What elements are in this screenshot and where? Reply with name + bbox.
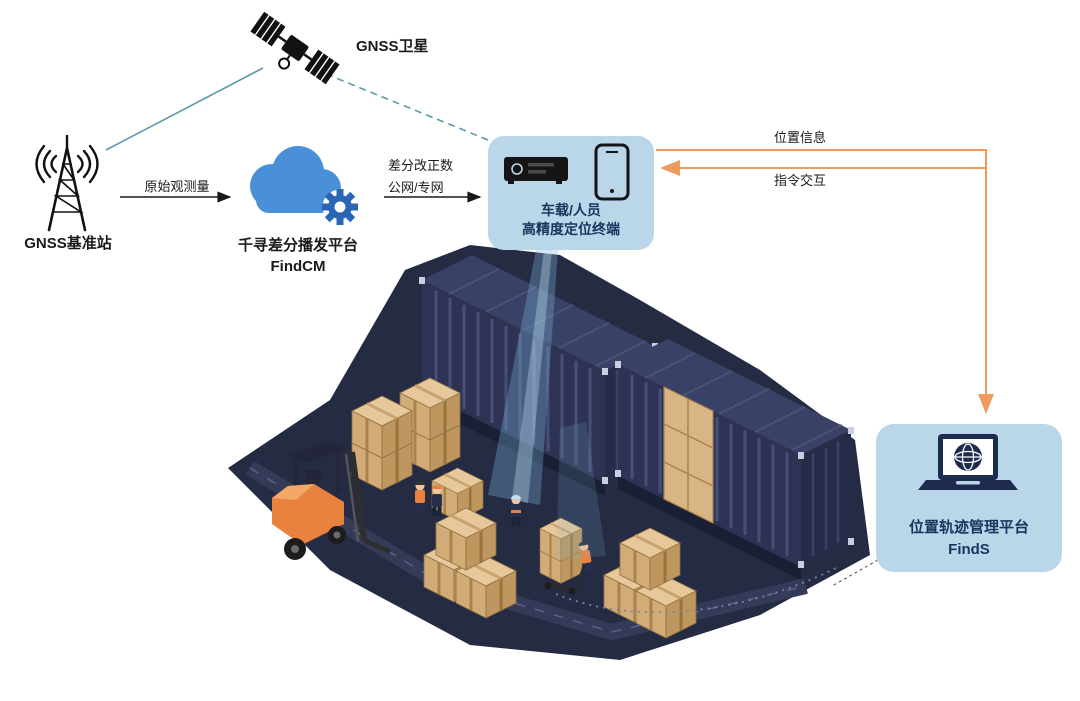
base-station-label: GNSS基准站	[24, 235, 112, 252]
positioning-beam-2	[556, 422, 606, 560]
gnss-satellite-icon	[250, 11, 340, 85]
forklift-icon	[272, 441, 392, 560]
warehouse-scene	[228, 245, 870, 660]
worker-1	[415, 481, 425, 512]
positioning-beam-1	[488, 250, 558, 505]
command-interaction-label: 指令交互	[773, 173, 826, 188]
base-station-icon	[35, 134, 99, 232]
worker-4	[578, 541, 593, 573]
positioning-beam-1-core	[512, 250, 552, 503]
raw-observation-label: 原始观测量	[144, 179, 210, 194]
correction-label-line2: 公网/专网	[388, 180, 444, 195]
management-platform-panel	[831, 424, 1062, 587]
smartphone-icon	[594, 143, 630, 201]
terminal-label-line1: 车载/人员	[541, 202, 601, 218]
cloud-platform-product: FindCM	[270, 258, 326, 275]
container-1	[419, 255, 658, 496]
position-info-link	[656, 149, 994, 414]
laptop-globe-icon	[918, 434, 1018, 490]
pallet-jack-icon	[544, 565, 586, 595]
gear-icon	[322, 189, 358, 225]
worker-3	[511, 495, 521, 526]
open-door-cargo	[663, 386, 714, 524]
container-2	[615, 339, 854, 580]
cloud-platform-icon	[250, 146, 358, 225]
trajectory-path	[555, 567, 837, 614]
receiver-icon	[504, 157, 568, 184]
management-platform-name: 位置轨迹管理平台	[908, 519, 1029, 536]
management-platform-product: FindS	[948, 541, 990, 558]
platform-scene-connector	[831, 559, 879, 587]
terminal-panel	[488, 136, 654, 250]
correction-label-line1: 差分改正数	[388, 158, 454, 173]
worker-2	[432, 485, 442, 516]
satellite-label: GNSS卫星	[356, 38, 429, 55]
cloud-platform-name: 千寻差分播发平台	[237, 237, 358, 254]
satellite-to-terminal-link	[325, 73, 499, 145]
terminal-label-line2: 高精度定位终端	[522, 221, 620, 237]
position-info-label: 位置信息	[773, 130, 826, 145]
satellite-to-base-link	[105, 67, 264, 151]
